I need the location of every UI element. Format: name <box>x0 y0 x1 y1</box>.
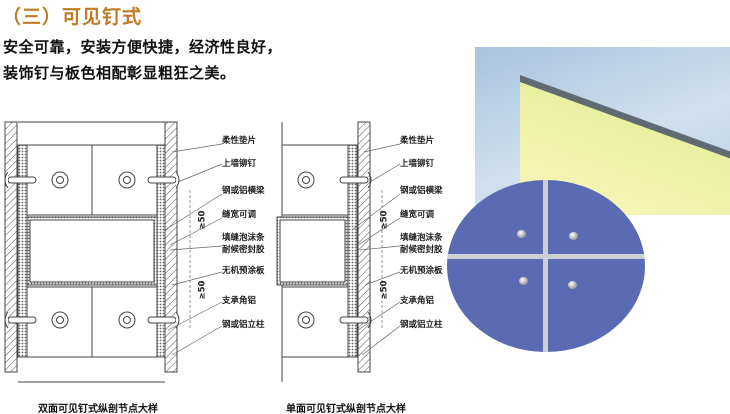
label-column: 钢或铝立柱 <box>222 320 265 330</box>
label-column: 钢或铝立柱 <box>400 320 443 330</box>
section-heading: （三）可见钉式 <box>2 6 143 28</box>
label-foam-strip: 填缝泡沫条 <box>400 233 443 243</box>
label-angle: 支承角铝 <box>222 296 257 306</box>
caption-double-side: 双面可见钉式纵剖节点大样 <box>38 404 158 414</box>
label-sealant: 耐候密封胶 <box>400 245 443 255</box>
single-side-drawing <box>276 121 401 382</box>
label-angle: 支承角铝 <box>400 296 435 306</box>
dimension-label: ≥50 <box>379 210 390 230</box>
bolt-icons <box>51 171 136 329</box>
intro-line-1: 安全可靠，安装方便快捷，经济性良好， <box>3 38 283 56</box>
double-side-drawing <box>4 121 223 383</box>
intro-line-2: 装饰钉与板色相配彰显粗狂之美。 <box>3 64 236 82</box>
label-flexible-gasket: 柔性垫片 <box>222 136 257 146</box>
label-panel: 无机预涂板 <box>222 266 265 276</box>
label-beam: 钢或铝横梁 <box>222 186 265 196</box>
caption-single-side: 单面可见钉式纵剖节点大样 <box>286 404 406 414</box>
label-foam-strip: 填缝泡沫条 <box>222 233 265 243</box>
dimension-label: ≥50 <box>197 280 208 300</box>
label-sealant: 耐候密封胶 <box>222 245 265 255</box>
label-panel: 无机预涂板 <box>400 266 443 276</box>
dimension-label: ≥50 <box>379 280 390 300</box>
label-rivet: 上墙铆钉 <box>222 159 257 169</box>
label-rivet: 上墙铆钉 <box>400 159 435 169</box>
dimension-label: ≥50 <box>197 210 208 230</box>
label-joint-width: 缝宽可调 <box>222 210 257 220</box>
rivet-icons <box>4 171 180 329</box>
label-flexible-gasket: 柔性垫片 <box>400 136 435 146</box>
label-beam: 钢或铝横梁 <box>400 186 443 196</box>
label-joint-width: 缝宽可调 <box>400 210 435 220</box>
rivet-closeup-photo <box>447 180 645 352</box>
